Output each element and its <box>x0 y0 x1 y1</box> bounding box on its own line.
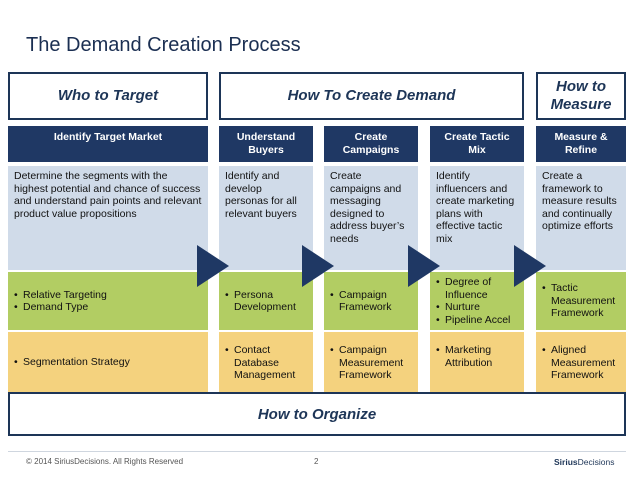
list-item: •Nurture <box>436 301 481 313</box>
column-understand-buyers: Understand Buyers Identify and develop p… <box>219 126 313 392</box>
column-green-list: •Campaign Framework <box>324 272 418 330</box>
list-item: •Demand Type <box>14 301 89 313</box>
flow-arrow-icon <box>197 245 229 287</box>
column-heading: Identify Target Market <box>8 126 208 162</box>
flow-arrow-icon <box>302 245 334 287</box>
column-description: Identify and develop personas for all re… <box>219 166 313 270</box>
list-item: •Tactic Measurement Framework <box>542 282 616 320</box>
company-logo: SiriusDecisions <box>554 457 615 467</box>
list-item: •Segmentation Strategy <box>14 355 130 368</box>
page-number: 2 <box>314 457 319 466</box>
column-green-list: •Relative Targeting •Demand Type <box>8 272 208 330</box>
column-heading: Create Tactic Mix <box>430 126 524 162</box>
list-item: •Campaign Measurement Framework <box>330 344 404 381</box>
column-green-list: •Persona Development <box>219 272 313 330</box>
column-heading: Measure & Refine <box>536 126 626 162</box>
list-item: •Degree of Influence <box>436 276 492 301</box>
list-item: •Contact Database Management <box>225 344 296 381</box>
column-green-list: •Degree of Influence •Nurture •Pipeline … <box>430 272 524 330</box>
list-item: •Campaign Framework <box>330 288 392 314</box>
column-yellow-list: •Aligned Measurement Framework <box>536 332 626 392</box>
column-description: Determine the segments with the highest … <box>8 166 208 270</box>
column-description: Create campaigns and messaging designed … <box>324 166 418 270</box>
column-create-tactic-mix: Create Tactic Mix Identify influencers a… <box>430 126 524 392</box>
header-who-to-target: Who to Target <box>8 72 208 120</box>
header-how-to-create-demand: How To Create Demand <box>219 72 524 120</box>
column-create-campaigns: Create Campaigns Create campaigns and me… <box>324 126 418 392</box>
list-item: •Persona Development <box>225 288 296 314</box>
list-item: •Relative Targeting <box>14 288 107 301</box>
column-description: Create a framework to measure results an… <box>536 166 626 270</box>
footer-band-how-to-organize: How to Organize <box>8 392 626 436</box>
column-green-list: •Tactic Measurement Framework <box>536 272 626 330</box>
column-description: Identify influencers and create marketin… <box>430 166 524 270</box>
list-item: •Pipeline Accel <box>436 313 511 326</box>
column-measure-refine: Measure & Refine Create a framework to m… <box>536 126 626 392</box>
footer-divider <box>8 451 626 452</box>
column-identify-target-market: Identify Target Market Determine the seg… <box>8 126 208 392</box>
column-yellow-list: •Marketing Attribution <box>430 332 524 392</box>
column-heading: Create Campaigns <box>324 126 418 162</box>
column-heading: Understand Buyers <box>219 126 313 162</box>
column-yellow-list: •Segmentation Strategy <box>8 332 208 392</box>
column-yellow-list: •Campaign Measurement Framework <box>324 332 418 392</box>
column-yellow-list: •Contact Database Management <box>219 332 313 392</box>
flow-arrow-icon <box>514 245 546 287</box>
list-item: •Aligned Measurement Framework <box>542 344 616 381</box>
header-how-to-measure: How to Measure <box>536 72 626 120</box>
list-item: •Marketing Attribution <box>436 344 493 369</box>
flow-arrow-icon <box>408 245 440 287</box>
page-title: The Demand Creation Process <box>26 34 301 56</box>
copyright-text: © 2014 SiriusDecisions. All Rights Reser… <box>26 457 184 466</box>
